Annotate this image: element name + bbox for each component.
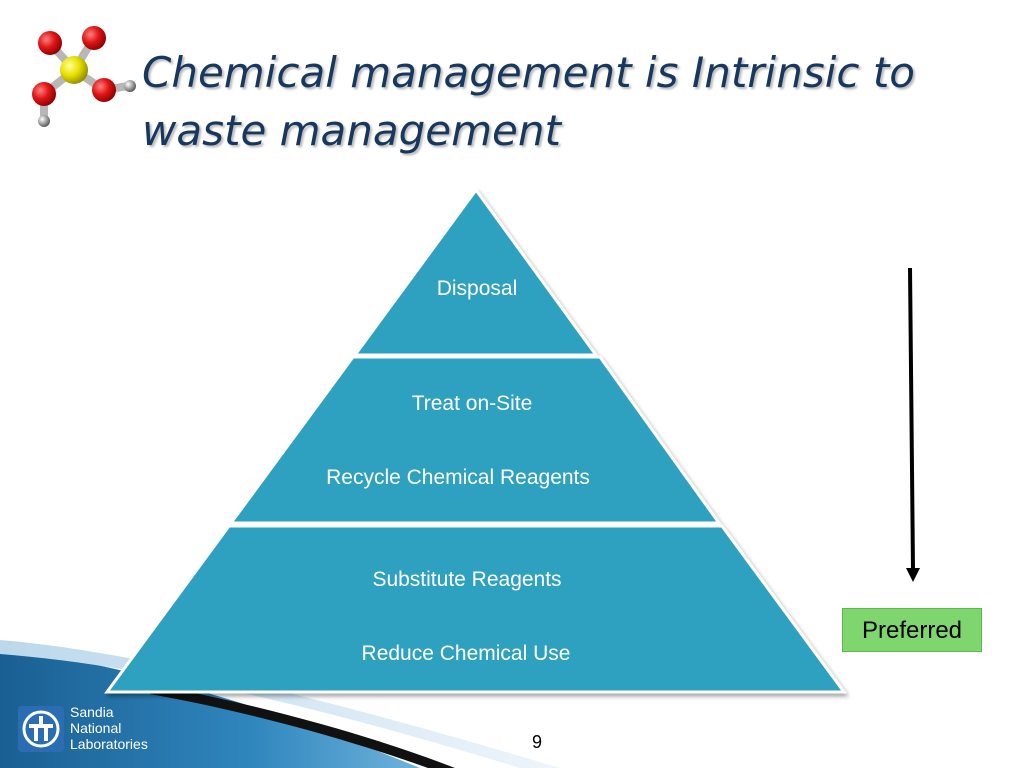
pyramid-tier-substitute-reduce xyxy=(104,524,847,694)
pyramid-tier-disposal xyxy=(352,187,599,357)
slide-title: Chemical management is Intrinsic to wast… xyxy=(142,48,916,155)
molecule-icon xyxy=(32,26,136,127)
tier-label-reduce-chemical-use: Reduce Chemical Use xyxy=(361,642,571,665)
sandia-logo-text: Sandia National Laboratories xyxy=(70,704,160,752)
tier-label-substitute-reagents: Substitute Reagents xyxy=(372,568,562,591)
preferred-label: Preferred xyxy=(842,608,982,652)
tier-label-disposal: Disposal xyxy=(436,277,518,300)
logo-line-2: National xyxy=(70,720,122,736)
tier-label-recycle-chemical-reagents: Recycle Chemical Reagents xyxy=(326,466,590,489)
pyramid-tier-treat-recycle xyxy=(228,355,722,525)
logo-line-1: Sandia xyxy=(70,704,114,720)
sandia-logo: Sandia National Laboratories xyxy=(18,704,148,756)
sandia-logo-icon xyxy=(18,706,64,752)
logo-line-3: Laboratories xyxy=(70,736,148,752)
page-number: 9 xyxy=(531,732,542,752)
tier-label-treat-on-site: Treat on-Site xyxy=(411,392,533,415)
